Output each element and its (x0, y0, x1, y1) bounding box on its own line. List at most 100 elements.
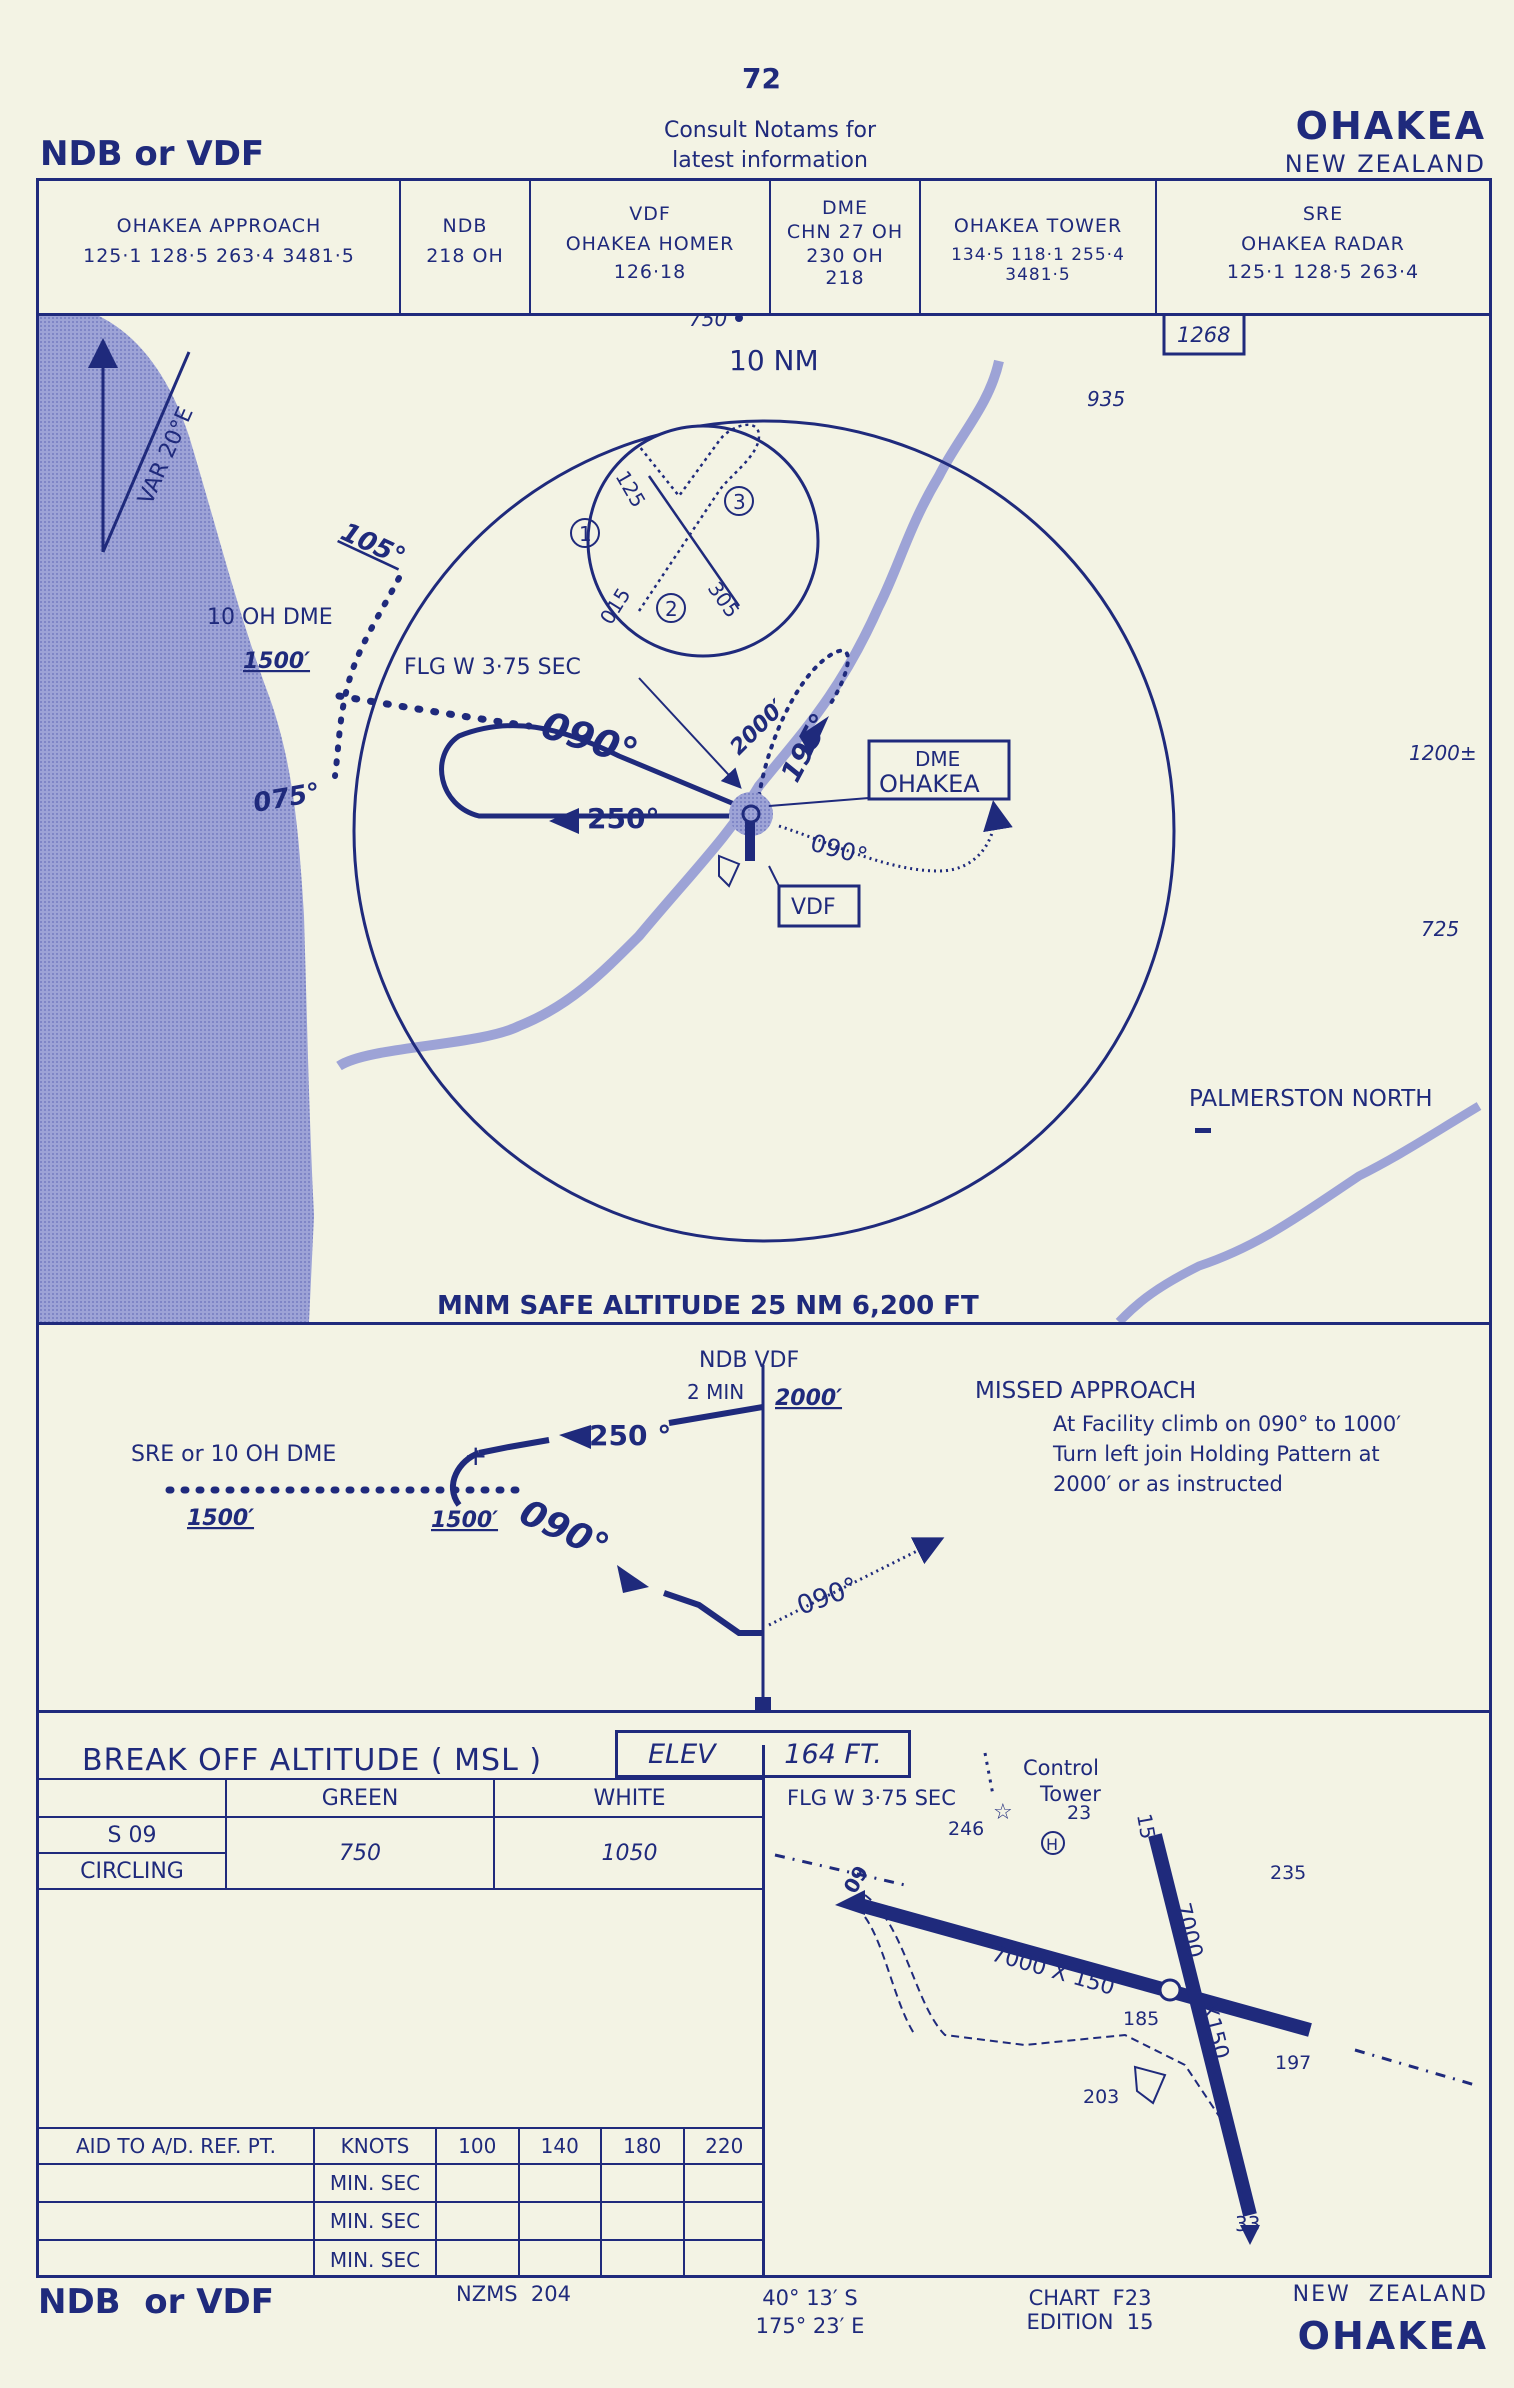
footer-procedure: NDB or VDF (38, 2282, 274, 2322)
profile-out-090: 090° (793, 1572, 862, 1622)
procedure-title: NDB or VDF (40, 134, 265, 174)
sre-title: SRE (1302, 203, 1344, 225)
ad-197: 197 (1275, 2052, 1311, 2074)
profile-tick: + (464, 1439, 487, 1472)
divider-vertical (762, 1745, 765, 2275)
sre-name: OHAKEA RADAR (1241, 233, 1405, 255)
dme-box (867, 739, 1011, 801)
minsec-3: MIN. SEC (313, 2239, 437, 2278)
flg-label: FLG W 3·75 SEC (404, 655, 581, 680)
spot-1200: 1200± (1409, 741, 1477, 765)
profile-turn (450, 1450, 481, 1507)
dme-box-l2: OHAKEA (879, 770, 980, 798)
dme-arc (332, 575, 402, 779)
missed-line-2: Turn left join Holding Pattern at (1052, 1442, 1380, 1466)
inset-n2: 2 (665, 597, 678, 621)
speed-100: 100 (435, 2127, 520, 2165)
profile-1500-a: 1500′ (187, 1506, 254, 1531)
vdf-freq: 126·18 (613, 261, 687, 283)
spot-935: 935 (1087, 387, 1125, 411)
elev-label: ELEV 164 FT. (648, 1739, 882, 1770)
taxiway-outline (864, 1894, 1246, 2206)
holding-cross (647, 475, 741, 607)
aid-knots: KNOTS (313, 2127, 437, 2165)
vdf-box-label: VDF (791, 895, 836, 920)
range-label: 10 NM (729, 344, 819, 377)
profile-1500-b: 1500′ (431, 1508, 498, 1533)
centerline-27 (1354, 2048, 1476, 2087)
ad-flg: FLG W 3·75 SEC (787, 1786, 956, 1810)
ad-246: 246 (948, 1818, 984, 1840)
vdf-box (777, 884, 861, 928)
holding-2000 (757, 648, 850, 798)
aerodrome-diagram: FLG W 3·75 SEC Control Tower 246 23 235 … (774, 1752, 1476, 2245)
profile-outbound (668, 1404, 764, 1426)
ad-heli: H (1046, 1835, 1058, 1854)
profile-missed (768, 1537, 945, 1627)
country-name: NEW ZEALAND (1284, 150, 1486, 178)
city-symbol (1195, 1128, 1211, 1133)
tower-freqs: 134·5 118·1 255·4 3481·5 (951, 245, 1125, 285)
centerline-15 (983, 1752, 995, 1796)
footer-country: NEW ZEALAND (1292, 2282, 1488, 2307)
speed-220: 220 (682, 2127, 764, 2165)
ad-185: 185 (1123, 2008, 1159, 2030)
ad-23: 23 (1067, 1802, 1091, 1824)
centerline-09 (774, 1853, 906, 1887)
footer-lat: 40° 13′ S (762, 2286, 858, 2310)
tower-title: OHAKEA TOWER (953, 215, 1123, 237)
profile-base (755, 1697, 771, 1710)
ad-203: 203 (1083, 2086, 1119, 2108)
inset-n3: 3 (733, 490, 746, 514)
divider-profile (39, 1710, 1489, 1713)
dme-channel: CHN 27 OH (786, 221, 904, 243)
missed-line-3: 2000′ or as instructed (1053, 1472, 1283, 1496)
runway-center (1158, 1978, 1182, 2002)
river-east (1115, 1102, 1482, 1322)
cell-approach: OHAKEA APPROACH 125·1 128·5 263·4 3481·5 (39, 181, 401, 313)
profile-ndb-vdf: NDB VDF (699, 1348, 799, 1373)
spot-725: 725 (1421, 917, 1459, 941)
dme-10-label: 10 OH DME (207, 605, 333, 630)
speed-180: 180 (600, 2127, 685, 2165)
approach-freqs: 125·1 128·5 263·4 3481·5 (83, 245, 355, 267)
flg-leader (638, 677, 742, 789)
footer-airport: OHAKEA (1297, 2314, 1488, 2358)
aid-label: AID TO A/D. REF. PT. (39, 2127, 315, 2165)
inset-n1: 1 (579, 522, 592, 546)
inset-n2-ring (656, 593, 686, 623)
white-value: 1050 (493, 1816, 764, 1890)
dme-box-l1: DME (915, 747, 960, 771)
green-value: 750 (225, 1816, 495, 1890)
ad-235: 235 (1270, 1862, 1306, 1884)
dme-pointer (768, 797, 870, 807)
ad-rwy-15: 15 (1132, 1812, 1160, 1841)
chart-frame (36, 178, 1492, 2278)
profile-sre: SRE or 10 OH DME (131, 1442, 336, 1467)
ndb-title: NDB (442, 215, 488, 237)
profile-250-track (478, 1437, 550, 1456)
out-090: 090° (807, 829, 870, 871)
dme-ident: 230 OH 218 (806, 245, 884, 289)
profile-2000: 2000′ (775, 1386, 842, 1411)
ndb-ident: 218 OH (426, 245, 504, 267)
speed-140: 140 (517, 2127, 602, 2165)
minsec-2: MIN. SEC (313, 2201, 437, 2241)
profile-250-arrow (559, 1425, 591, 1449)
var-line (101, 351, 191, 553)
beacon-star: ☆ (993, 1800, 1013, 1825)
lead-in-dotted (335, 692, 533, 730)
range-circle (352, 419, 1176, 1243)
approach-title: OHAKEA APPROACH (116, 215, 322, 237)
ad-rwy-33: 33 (1235, 2212, 1260, 2236)
ad-rwy-09: 09 (839, 1861, 874, 1897)
spot-1268-box (1162, 316, 1246, 356)
row-circling: CIRCLING (39, 1852, 227, 1890)
heli-symbol (1041, 1831, 1065, 1855)
